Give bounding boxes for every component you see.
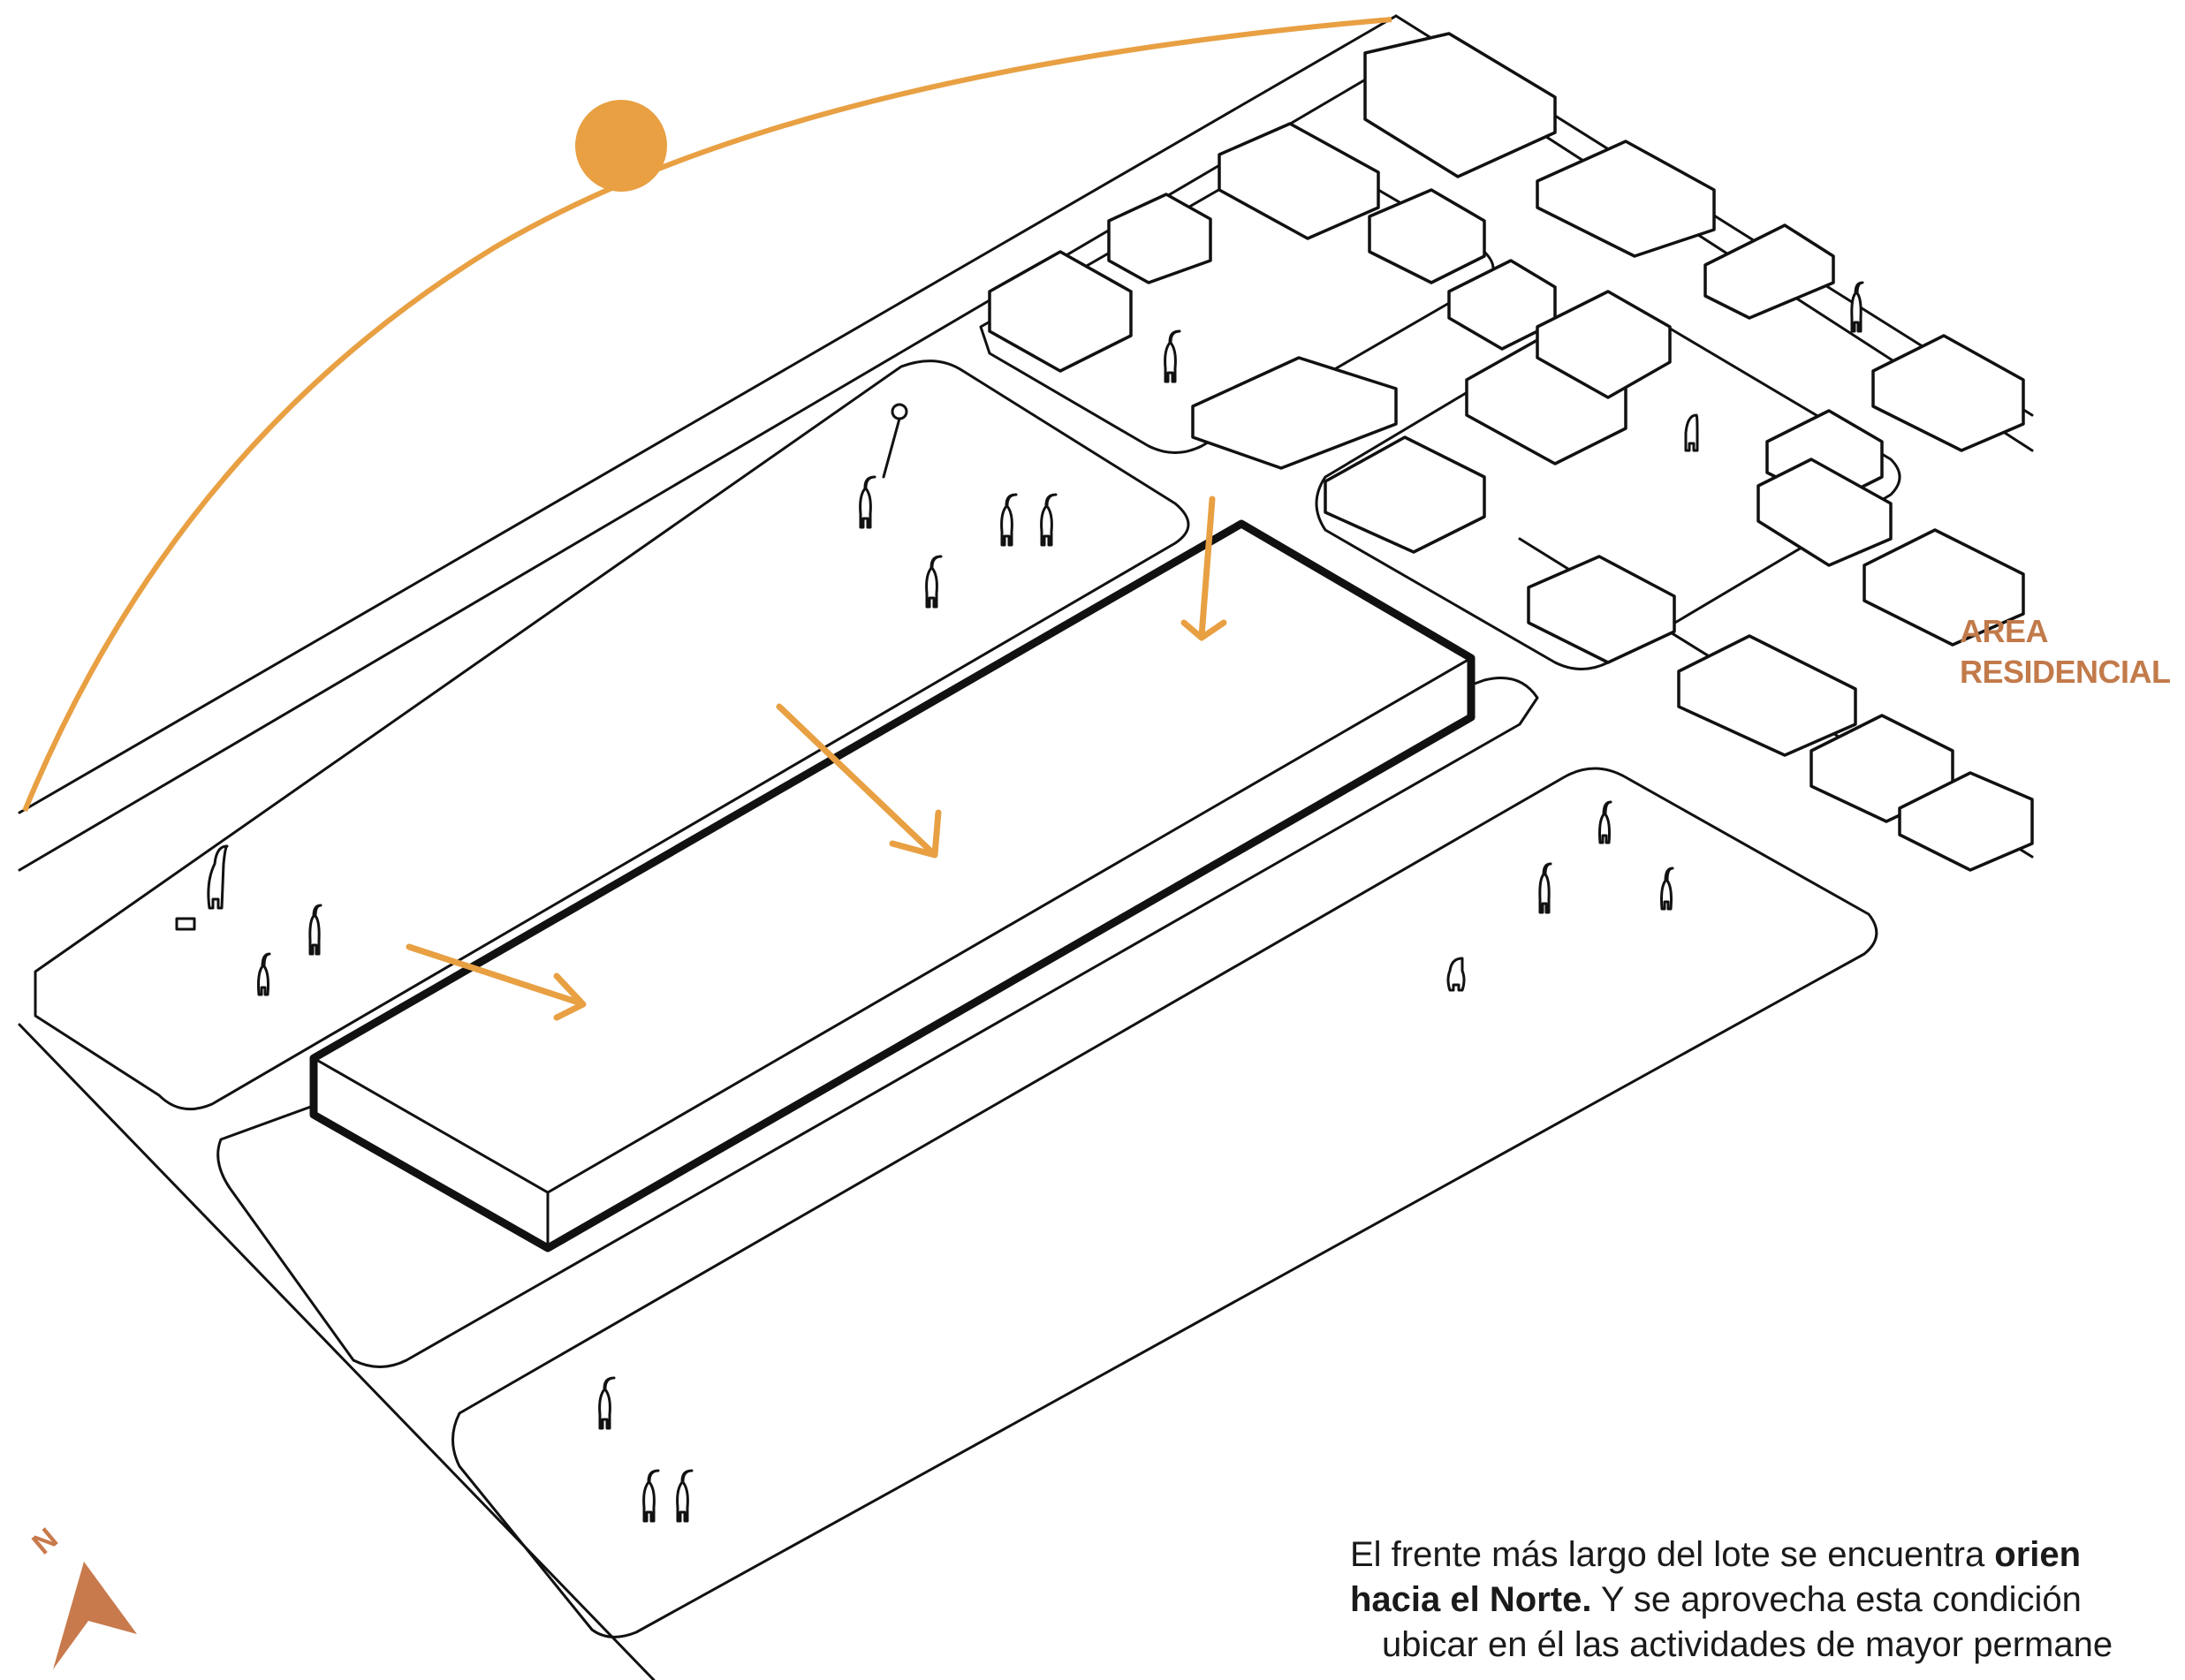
person-figure [308,904,322,956]
main-building [309,519,1476,1252]
person-figure [1850,281,1864,333]
park-block-lower [451,767,1878,1638]
area-label-line2: RESIDENCIAL [1960,654,2171,690]
north-arrow-icon [53,1562,137,1669]
residential-buildings [988,32,2034,872]
person-figure [1684,413,1699,452]
sun-path-arc [22,17,1392,813]
person-figure [859,475,876,529]
person-figure [1660,866,1674,911]
north-arrow: N [26,1522,137,1669]
person-figure [1164,329,1181,383]
person-figure [207,844,229,910]
sun-arrow-west [406,943,587,1021]
person-figure [925,555,943,609]
north-label: N [26,1522,64,1562]
caption-line1-bold: orien [1994,1535,2082,1574]
person-figure [642,1469,660,1523]
person-figure [1000,493,1018,547]
person-figure [598,1376,616,1430]
person-figure [1538,862,1552,914]
person-figure [676,1469,694,1523]
caption-line2-rest: Y se aprovecha esta condición [1591,1580,2082,1619]
sun-direction-arrows [406,496,1227,1021]
sun-arrow-center [776,703,942,859]
caption-line-1: El frente más largo del lote se encuentr… [1350,1532,2185,1578]
balloon-icon [891,403,908,420]
caption-line-2: hacia el Norte. Y se aprovecha esta cond… [1350,1578,2185,1623]
sun-icon [575,100,667,192]
people-figures [175,281,1864,1523]
person-figure [1040,493,1058,547]
caption-text: El frente más largo del lote se encuentr… [1350,1532,2185,1668]
area-label-line1: AREA [1960,613,2049,649]
caption-line1-prefix: El frente más largo del lote se encuentr… [1350,1535,1995,1574]
site-block [216,677,1539,1368]
person-figure [1598,800,1612,844]
person-figure [257,952,271,996]
sun-arrow-north [1180,496,1227,641]
residential-blocks [979,32,2034,872]
dog-icon [175,917,196,931]
park-block-upper [34,359,1190,1111]
caption-line-3: ubicar en él las actividades de mayor pe… [1382,1625,2113,1664]
area-residencial-label: AREA RESIDENCIAL [1960,611,2171,692]
person-figure [1446,957,1466,992]
caption-line2-bold: hacia el Norte. [1350,1580,1592,1619]
